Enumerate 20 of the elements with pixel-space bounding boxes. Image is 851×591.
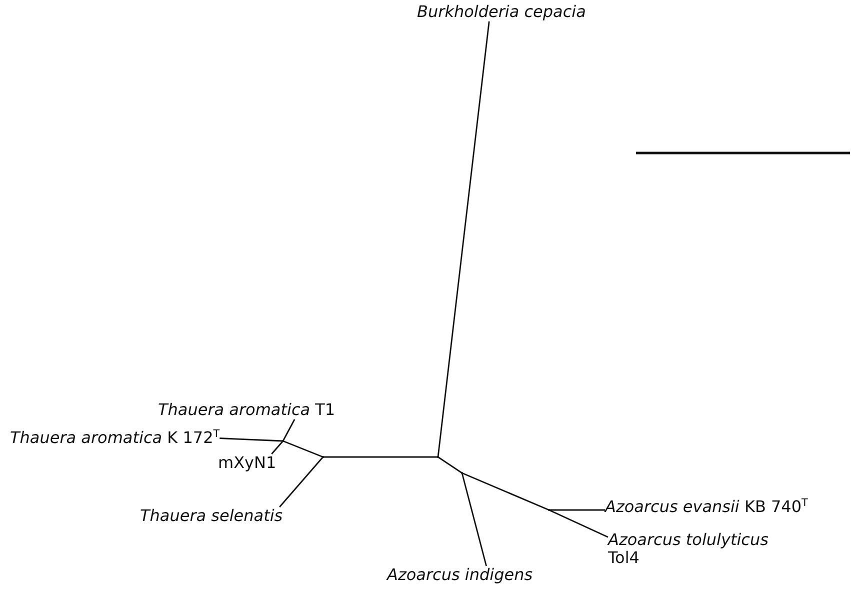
tree-branch <box>548 509 608 538</box>
taxon-label: Azoarcus indigens <box>387 566 533 584</box>
taxon-label: Thauera selenatis <box>140 507 283 526</box>
tree-branch <box>220 438 284 442</box>
tree-branch <box>437 21 490 458</box>
taxon-label: Burkholderia cepacia <box>417 3 586 22</box>
tree-branch <box>549 509 605 511</box>
taxon-label: Thauera aromatica K 172$^{T}$ <box>10 429 220 448</box>
tree-branch <box>279 456 324 508</box>
tree-branch <box>438 456 462 474</box>
tree-branch <box>323 456 438 458</box>
tree-branch <box>282 419 296 442</box>
tree-branch <box>462 472 550 511</box>
taxon-label: mXyN1 <box>218 454 276 472</box>
tree-branch <box>271 440 284 454</box>
taxon-label: Thauera aromatica T1 <box>158 401 336 420</box>
tree-branch <box>461 472 488 566</box>
taxon-label: Azoarcus evansii KB 740$^{T}$ <box>605 498 808 516</box>
taxon-label: Azoarcus tolulyticus Tol4 <box>608 531 788 568</box>
tree-branch <box>282 440 324 458</box>
